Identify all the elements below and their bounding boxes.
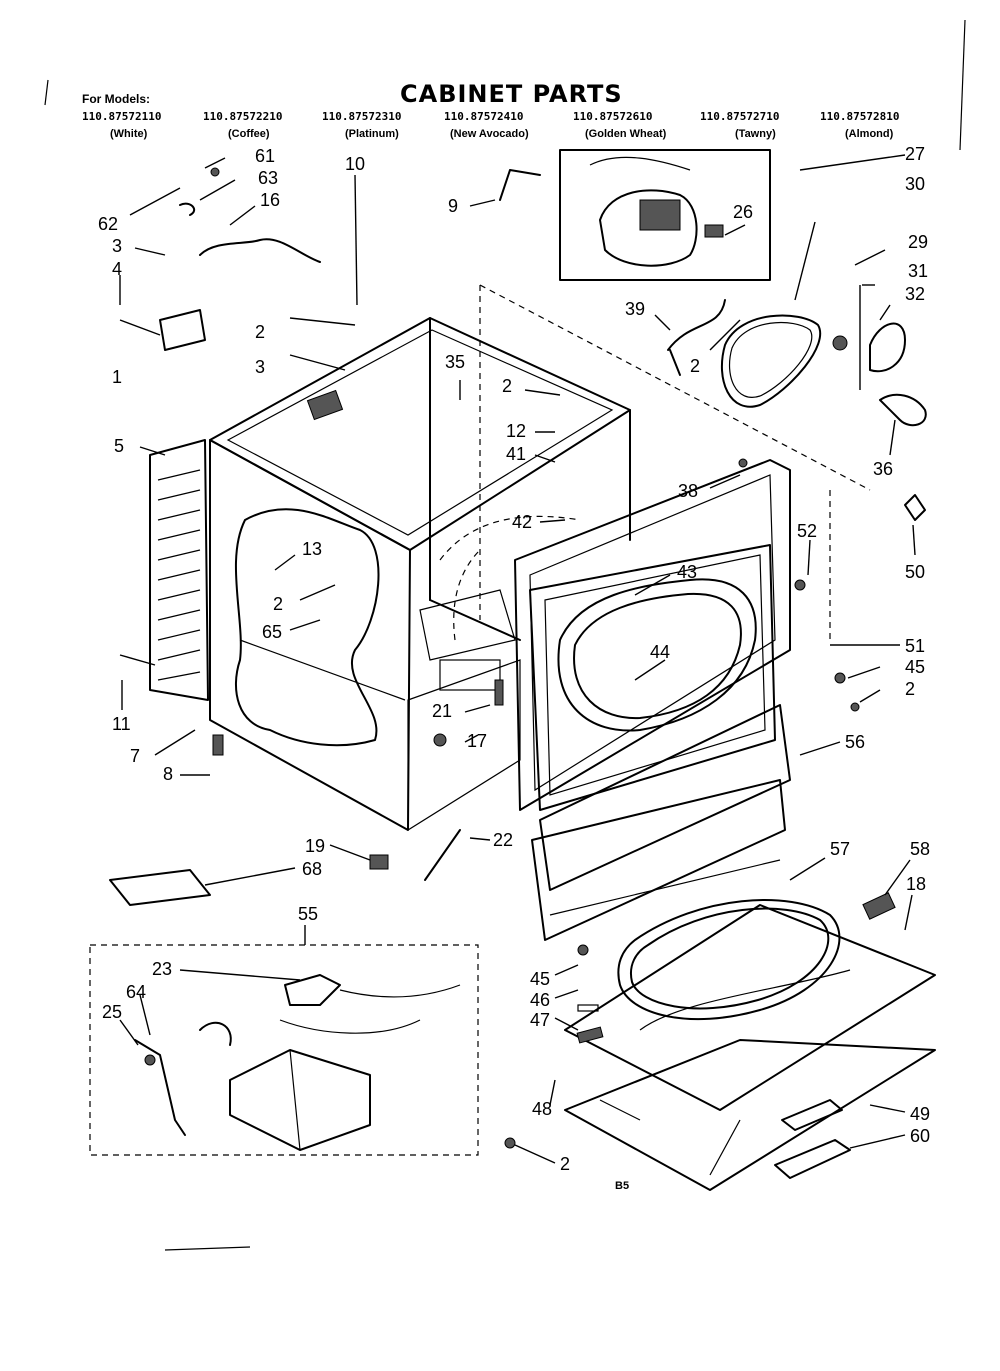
model-number: 110.87572210	[203, 110, 283, 123]
callout-label: 3	[255, 357, 265, 377]
callout-label: 52	[797, 521, 817, 541]
front-frame	[514, 459, 791, 811]
scan-marks	[44, 19, 966, 1251]
for-models-label: For Models:	[82, 92, 150, 106]
callout-label: 8	[163, 764, 173, 784]
callout-label: 39	[625, 299, 645, 319]
cord-and-bracket-parts	[119, 167, 356, 666]
callout-label: 56	[845, 732, 865, 752]
callout-label: 2	[502, 376, 512, 396]
callout-label: 51	[905, 636, 925, 656]
callout-label: 32	[905, 284, 925, 304]
callout-label: 7	[130, 746, 140, 766]
callout-label: 45	[530, 969, 550, 989]
callout-label: 18	[906, 874, 926, 894]
callout-label: 23	[152, 959, 172, 979]
callout-label: 29	[908, 232, 928, 252]
idler-and-brackets	[738, 285, 927, 712]
callout-label: 2	[560, 1154, 570, 1174]
callout-label: 25	[102, 1002, 122, 1022]
model-number: 110.87572810	[820, 110, 900, 123]
callout-labels: 61 63 16 62 3 4 1 2 3 10 9 27 26 30 29 3…	[98, 144, 930, 1174]
callout-label: 47	[530, 1010, 550, 1030]
lower-front-panel	[531, 704, 791, 941]
model-number: 110.87572710	[700, 110, 780, 123]
model-number: 110.87572410	[444, 110, 524, 123]
model-number: 110.87572610	[573, 110, 653, 123]
top-lid-assembly	[564, 892, 936, 1191]
callout-label: 1	[112, 367, 122, 387]
callout-label: 5	[114, 436, 124, 456]
model-color: (White)	[110, 128, 148, 140]
callout-label: 2	[273, 594, 283, 614]
model-color: (Tawny)	[735, 128, 776, 140]
callout-label: 58	[910, 839, 930, 859]
callout-label: 2	[690, 356, 700, 376]
callout-label: 26	[733, 202, 753, 222]
callout-label: 10	[345, 154, 365, 174]
callout-label: 45	[905, 657, 925, 677]
callout-label: 21	[432, 701, 452, 721]
callout-label: 13	[302, 539, 322, 559]
callout-label: 30	[905, 174, 925, 194]
callout-label: 44	[650, 642, 670, 662]
callout-label: 22	[493, 830, 513, 850]
callout-label: 60	[910, 1126, 930, 1146]
model-color: (Golden Wheat)	[585, 128, 667, 140]
callout-label: 16	[260, 190, 280, 210]
front-panel	[529, 544, 776, 811]
callout-label: 62	[98, 214, 118, 234]
model-color: (Coffee)	[228, 128, 270, 140]
callout-label: 31	[908, 261, 928, 281]
page-title: CABINET PARTS	[400, 80, 623, 108]
model-color: (New Avocado)	[450, 128, 529, 140]
callout-label: 65	[262, 622, 282, 642]
callout-label: 3	[112, 236, 122, 256]
callout-label: 57	[830, 839, 850, 859]
callout-label: 41	[506, 444, 526, 464]
model-number: 110.87572110	[82, 110, 162, 123]
callout-label: 9	[448, 196, 458, 216]
model-color: (Platinum)	[345, 128, 399, 140]
callout-label: 49	[910, 1104, 930, 1124]
leader-lines	[119, 154, 916, 1164]
cabinet-body	[149, 284, 871, 832]
callout-label: 35	[445, 352, 465, 372]
base-small-parts	[109, 679, 516, 1149]
callout-label: 11	[112, 714, 131, 734]
callout-label: 38	[678, 481, 698, 501]
callout-label: 2	[255, 322, 265, 342]
callout-label: 64	[126, 982, 146, 1002]
motor-assembly	[499, 149, 822, 408]
callout-label: 4	[112, 259, 122, 279]
callout-label: 63	[258, 168, 278, 188]
callout-label: 68	[302, 859, 322, 879]
callout-label: 27	[905, 144, 925, 164]
callout-label: 12	[506, 421, 526, 441]
callout-label: 61	[255, 146, 275, 166]
callout-label: 19	[305, 836, 325, 856]
heater-assembly	[89, 944, 479, 1156]
callout-label: 2	[905, 679, 915, 699]
callout-label: 43	[677, 562, 697, 582]
model-number: 110.87572310	[322, 110, 402, 123]
callout-label: 17	[467, 731, 487, 751]
callout-label: 50	[905, 562, 925, 582]
callout-label: 48	[532, 1099, 552, 1119]
callout-label: 46	[530, 990, 550, 1010]
callout-label: 36	[873, 459, 893, 479]
model-color: (Almond)	[845, 128, 894, 140]
page-stamp: B5	[615, 1180, 630, 1192]
callout-label: 42	[512, 512, 532, 532]
callout-label: 55	[298, 904, 318, 924]
